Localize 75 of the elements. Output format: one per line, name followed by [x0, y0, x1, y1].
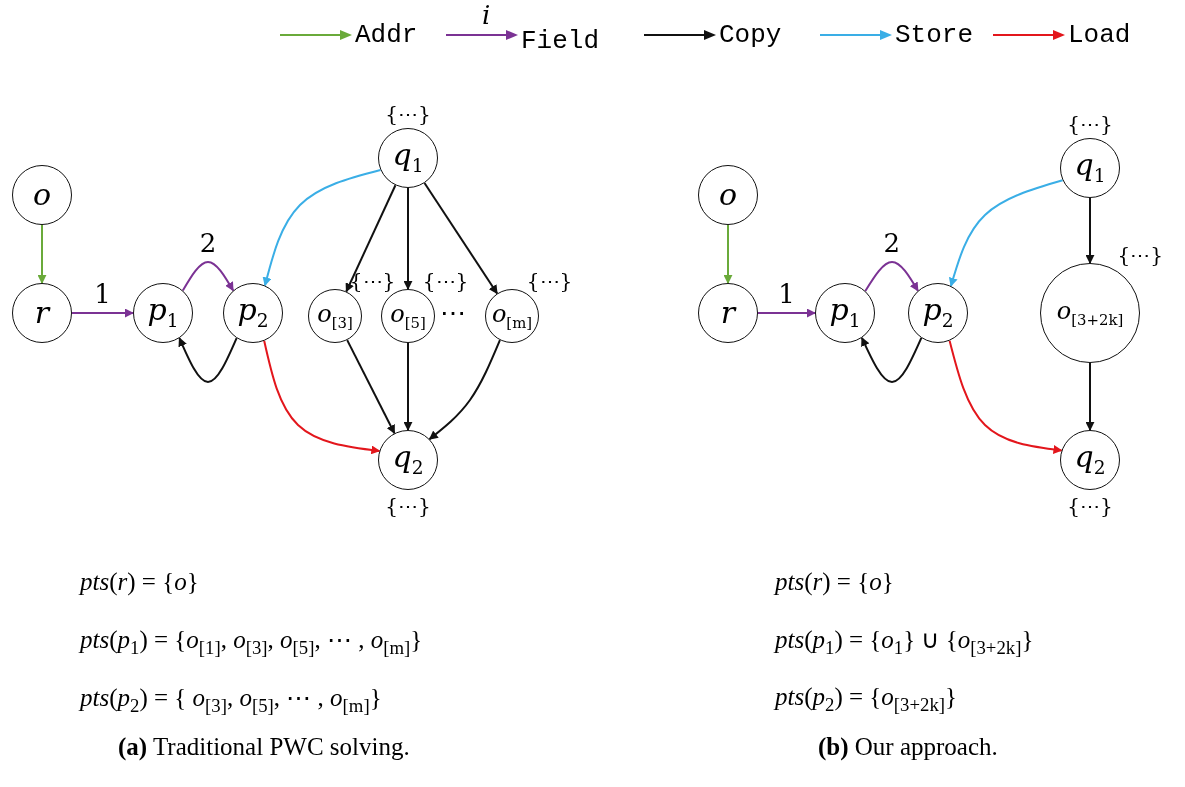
set-annotation: {⋯}: [422, 269, 469, 293]
ellipsis: ⋯: [440, 300, 466, 326]
arrow: [864, 261, 919, 292]
formula: pts(p$_{2}$) = { o$_{[3]}$, o$_{[5]}$, ⋯ , o$_{[m]}$}: [80, 683, 382, 717]
figure-caption: (b) Our approach.: [818, 733, 998, 761]
edge-label: 2: [883, 230, 900, 256]
graph-node: [133, 283, 193, 343]
set-annotation: {⋯}: [385, 102, 431, 126]
node-label: r: [720, 298, 736, 328]
node-label: q$_{1}$: [1074, 150, 1106, 186]
graph-node: [698, 283, 758, 343]
node-label: p$_{2}$: [922, 295, 954, 331]
graph-node: [1060, 430, 1120, 490]
legend-label: Copy: [719, 22, 782, 48]
node-label: o$_{[3]}$: [317, 301, 353, 331]
graph-node: [815, 283, 875, 343]
node-label: o$_{[3+2k]}$: [1056, 298, 1124, 328]
legend-label: Store: [895, 22, 973, 48]
graph-node: [698, 165, 758, 225]
graph-node: [378, 128, 438, 188]
node-label: o: [32, 180, 52, 210]
graph-node: [908, 283, 968, 343]
legend-label: Load: [1068, 22, 1131, 48]
arrow: [346, 339, 396, 435]
arrow: [181, 261, 235, 292]
edge-label: 2: [199, 230, 217, 256]
arrow: [1085, 197, 1095, 264]
node-label: p$_{2}$: [237, 295, 269, 331]
figure-caption: (a) Traditional PWC solving.: [118, 733, 410, 761]
set-annotation: {⋯}: [1117, 243, 1163, 267]
arrow: [948, 179, 1064, 287]
arrow: [403, 187, 413, 290]
arrow: [1085, 362, 1095, 431]
arrow: [178, 337, 238, 383]
formula: pts(r) = {o}: [775, 568, 894, 596]
arrow: [723, 224, 733, 284]
formula: pts(p$_{1}$) = {o$_{1}$} ∪ {o$_{[3+2k]}$}: [775, 625, 1034, 659]
formula: pts(r) = {o}: [80, 568, 199, 596]
legend-label: Field: [521, 28, 599, 54]
set-annotation: {⋯}: [526, 269, 573, 293]
edge-label: 1: [778, 281, 795, 307]
arrow: [262, 168, 382, 287]
arrow: [423, 182, 499, 295]
set-annotation: {⋯}: [1067, 494, 1113, 518]
edge-label: 1: [94, 281, 111, 307]
node-label: p$_{1}$: [147, 295, 179, 331]
legend-label: Addr: [355, 22, 418, 48]
graph-node: [223, 283, 283, 343]
arrow: [860, 336, 923, 383]
node-label: o$_{[5]}$: [390, 301, 426, 331]
set-annotation: {⋯}: [1067, 112, 1113, 136]
formula: pts(p$_{2}$) = {o$_{[3+2k]}$}: [775, 683, 957, 716]
arrow: [428, 339, 501, 441]
graph-node: [12, 165, 72, 225]
node-label: o$_{[m]}$: [491, 301, 533, 331]
arrow: [71, 308, 134, 318]
node-label: q$_{1}$: [392, 140, 424, 176]
graph-node: [1060, 138, 1120, 198]
set-annotation: {⋯}: [349, 269, 396, 293]
node-label: r: [34, 298, 50, 328]
node-label: o: [718, 180, 738, 210]
formula: pts(p$_{1}$) = {o$_{[1]}$, o$_{[3]}$, o$_{[5]}$, ⋯ , o$_{[m]}$}: [80, 625, 423, 659]
graph-node: [378, 430, 438, 490]
arrow: [37, 224, 47, 284]
node-label: q$_{2}$: [1074, 442, 1106, 478]
arrow: [403, 342, 413, 431]
node-label: q$_{2}$: [392, 442, 424, 478]
field-index-label: i: [482, 2, 491, 28]
node-label: p$_{1}$: [829, 295, 861, 331]
arrow: [757, 308, 816, 318]
arrow: [345, 184, 397, 293]
set-annotation: {⋯}: [385, 494, 431, 518]
arrow: [263, 339, 381, 455]
arrow: [948, 339, 1063, 454]
graph-node: [12, 283, 72, 343]
